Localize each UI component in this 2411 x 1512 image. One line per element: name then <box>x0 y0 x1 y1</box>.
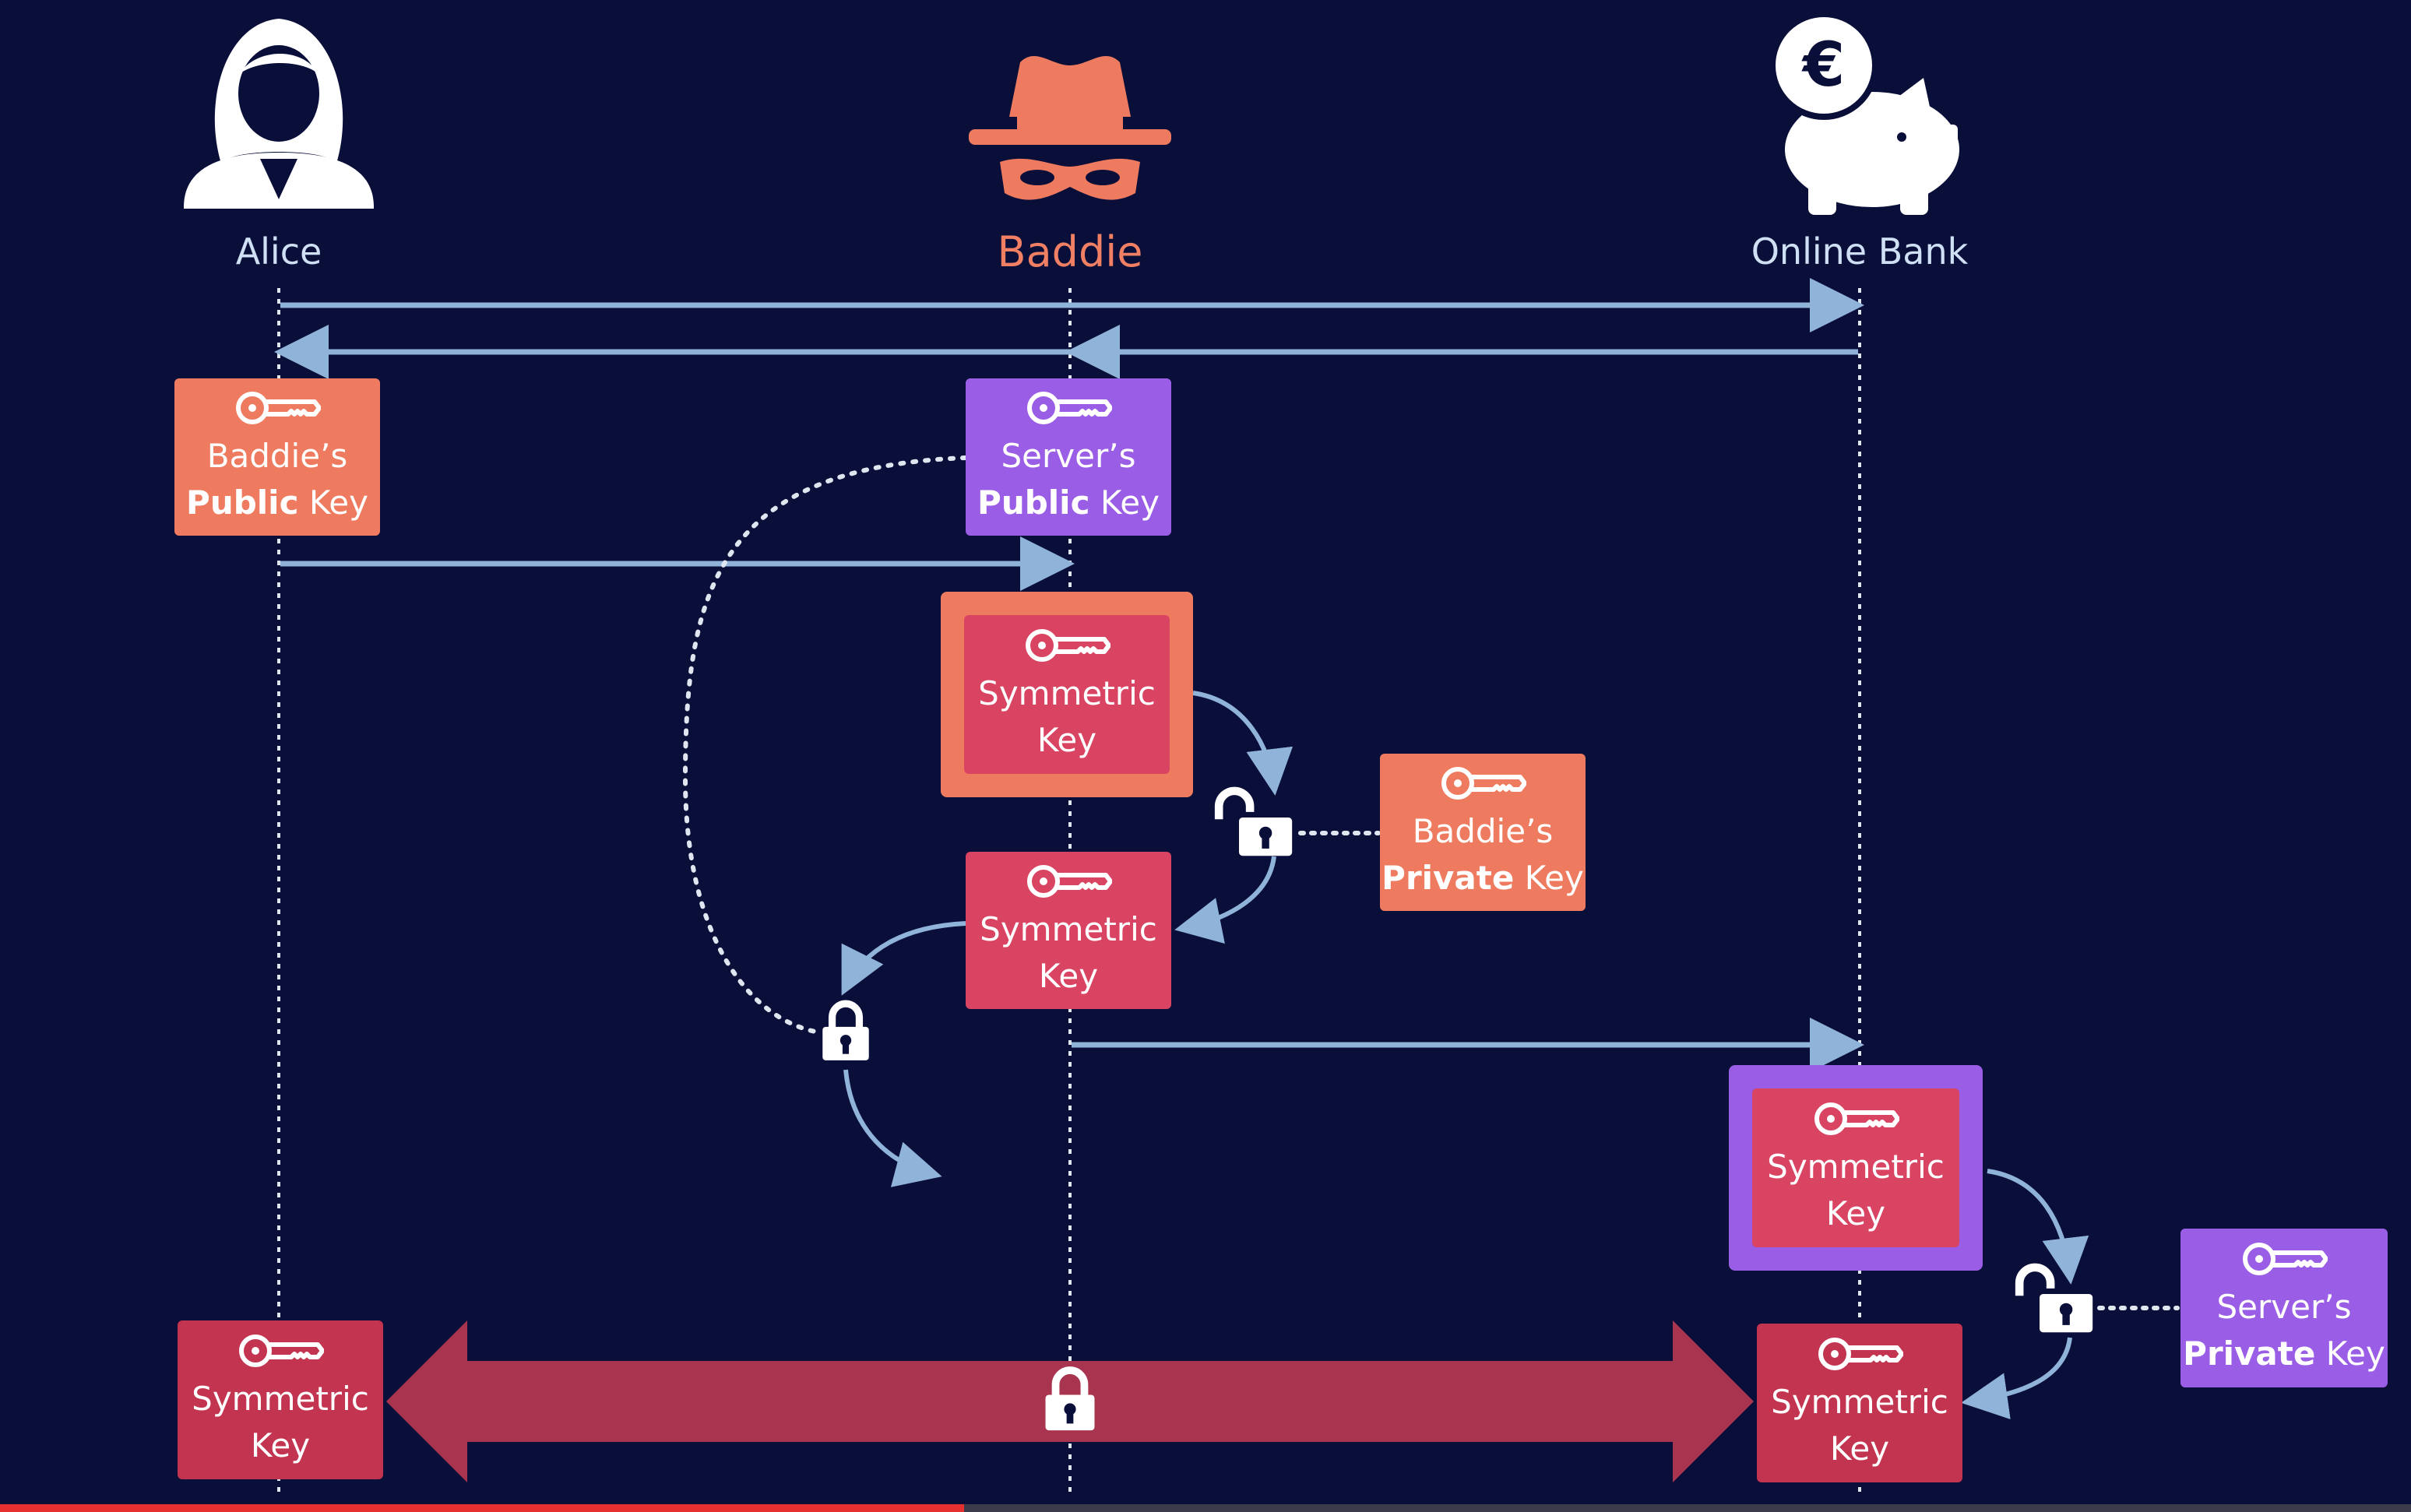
key-label-rest: Key <box>1514 859 1584 897</box>
key-label-line2: Key <box>1825 1194 1886 1232</box>
padlock-open-icon <box>2019 1268 2092 1332</box>
baddie-public-key-card: Baddie’s Public Key <box>174 378 380 536</box>
key-label-bold: Private <box>2183 1334 2316 1373</box>
curve-lock-to-baddie <box>843 1069 942 1187</box>
key-icon <box>1023 625 1110 666</box>
key-label-rest: Key <box>1089 483 1160 522</box>
key-icon <box>1025 861 1112 902</box>
padlock-closed-icon <box>822 1004 868 1060</box>
key-icon <box>237 1331 324 1371</box>
symmetric-key-card: Symmetric Key <box>1752 1088 1959 1247</box>
key-icon <box>1816 1334 1903 1374</box>
key-label-rest: Key <box>298 483 368 522</box>
curve-unlock-to-bank-sym <box>1961 1337 2072 1419</box>
key-icon <box>1439 763 1526 803</box>
key-icon <box>1812 1099 1899 1139</box>
symmetric-key-card: Symmetric Key <box>964 615 1170 774</box>
curve-sym-to-unlock <box>1192 691 1293 796</box>
key-icon <box>1025 388 1112 428</box>
key-label-line2: Key <box>250 1426 311 1465</box>
key-label-bold: Public <box>186 483 299 522</box>
key-label-line1: Server’s <box>2216 1288 2352 1326</box>
server-private-key-card: Server’s Private Key <box>2180 1229 2388 1387</box>
symmetric-key-card: Symmetric Key <box>966 852 1171 1009</box>
key-label-bold: Private <box>1381 859 1515 897</box>
actor-label-bank: Online Bank <box>1751 230 1969 273</box>
key-label-line1: Baddie’s <box>206 437 348 475</box>
curve-sym-to-lock <box>841 921 966 996</box>
key-label-line2: Key <box>1037 721 1097 759</box>
key-label-bold: Public <box>977 483 1090 522</box>
curve-unlock-to-sym <box>1174 856 1276 944</box>
key-label-rest: Key <box>2315 1334 2385 1373</box>
video-progress-fill <box>0 1504 965 1512</box>
curve-bank-sym-to-unlock <box>1987 1169 2089 1285</box>
dotted-encrypt-path <box>682 455 968 1035</box>
euro-coin-icon: € <box>1769 11 1878 120</box>
euro-symbol: € <box>1801 30 1845 100</box>
padlock-open-icon <box>1219 791 1292 856</box>
server-public-key-card: Server’s Public Key <box>966 378 1171 536</box>
alice-symmetric-key-card: Symmetric Key <box>178 1320 383 1479</box>
key-label-line1: Symmetric <box>980 910 1157 948</box>
video-progress-bar[interactable] <box>0 1504 2411 1512</box>
key-label-line1: Symmetric <box>192 1380 369 1418</box>
key-label-line1: Baddie’s <box>1412 812 1554 850</box>
key-label-line2: Key <box>1038 957 1099 995</box>
woman-icon <box>184 19 374 209</box>
key-label-line1: Symmetric <box>1767 1148 1945 1186</box>
bank-symmetric-key-card: Symmetric Key <box>1757 1324 1962 1482</box>
key-label-line2: Key <box>1829 1429 1890 1468</box>
piggy-bank-icon <box>1785 78 1959 215</box>
key-label-line1: Symmetric <box>1771 1383 1948 1421</box>
actor-label-alice: Alice <box>235 230 322 273</box>
key-label-line1: Symmetric <box>978 674 1156 712</box>
actor-label-baddie: Baddie <box>997 227 1143 276</box>
key-label-line1: Server’s <box>1001 437 1136 475</box>
key-icon <box>2240 1239 2328 1279</box>
spy-hat-icon <box>969 56 1171 200</box>
key-icon <box>234 388 321 428</box>
baddie-private-key-card: Baddie’s Private Key <box>1380 754 1586 911</box>
